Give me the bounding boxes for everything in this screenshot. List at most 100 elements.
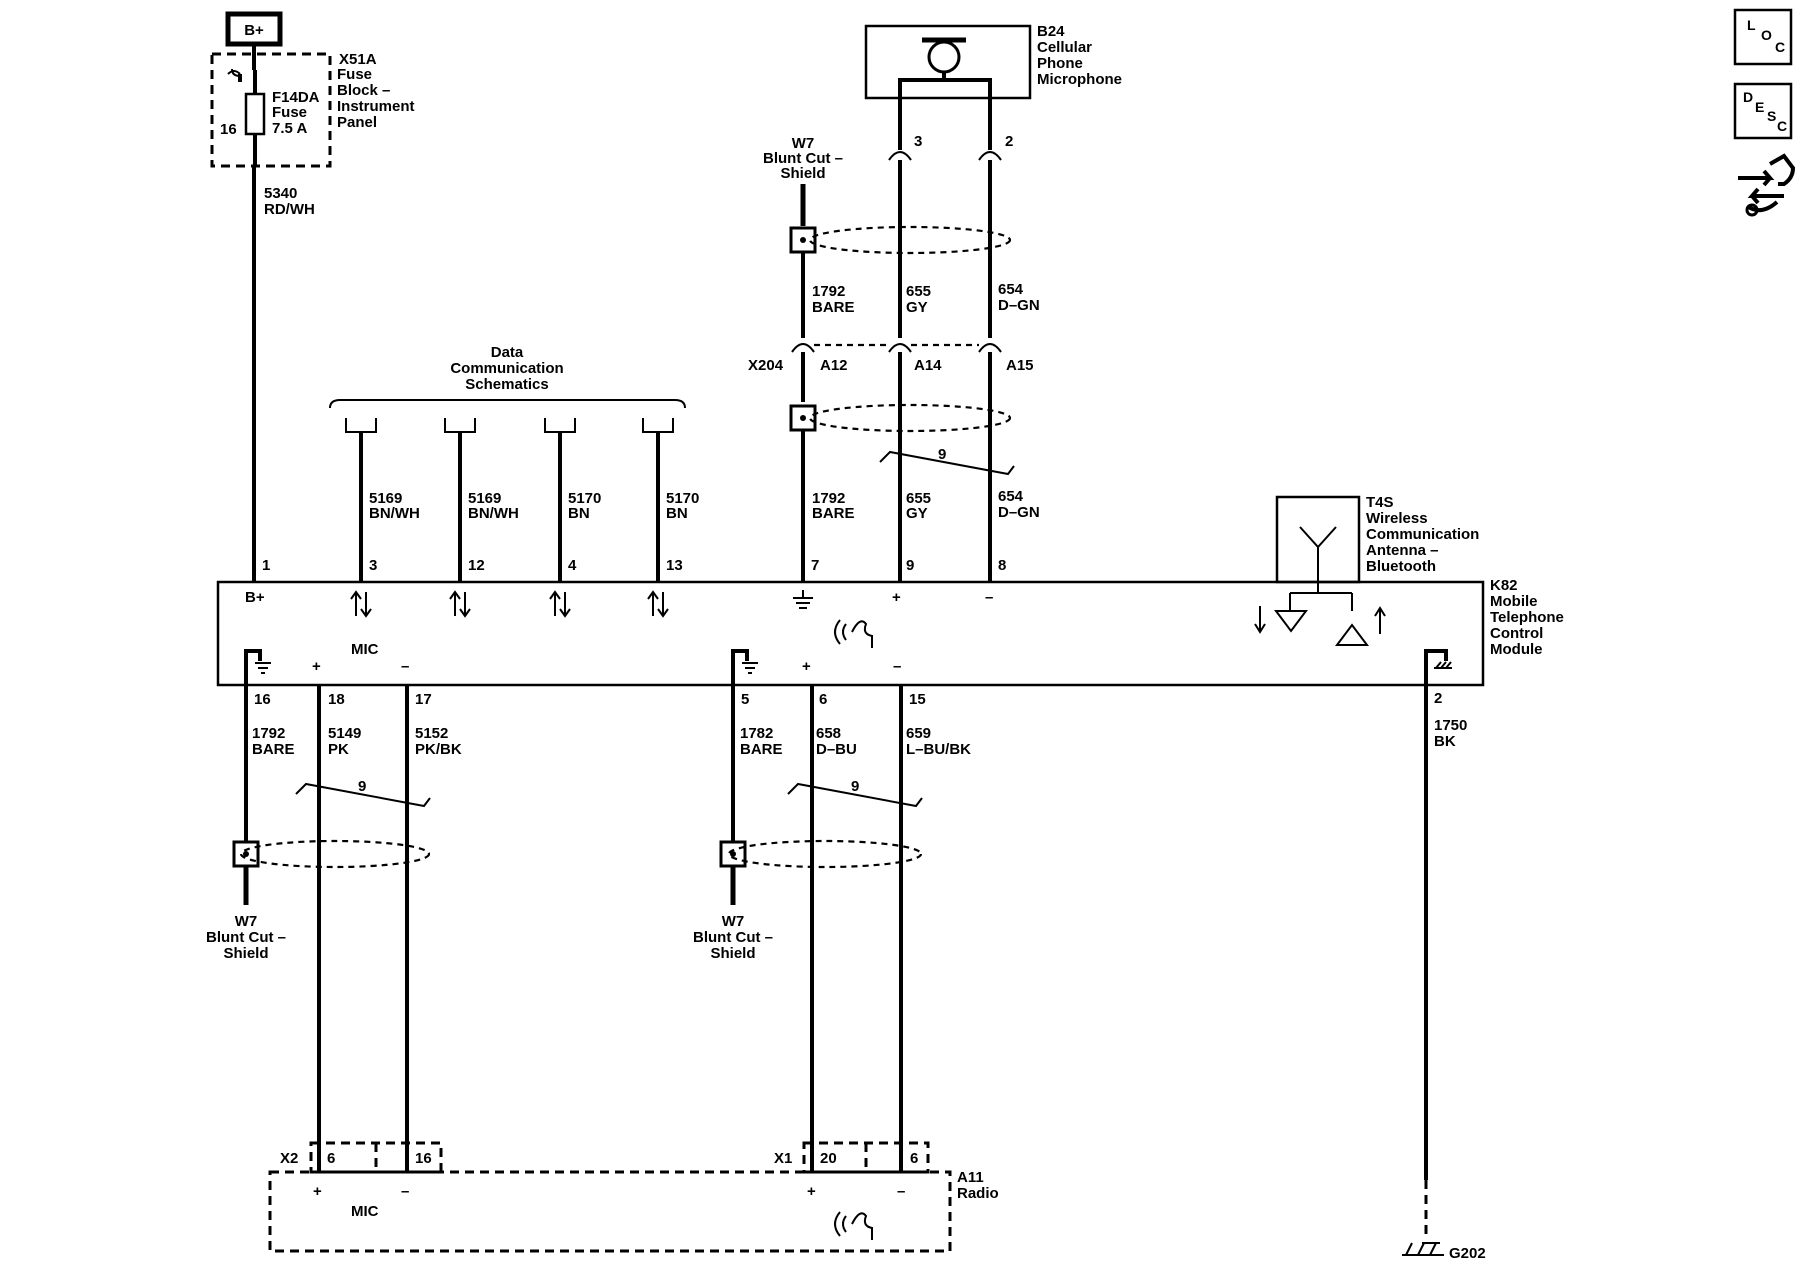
- shield-mid-name-2: Shield: [710, 945, 755, 962]
- radio-x2-pin-b: 16: [415, 1150, 432, 1167]
- mic-neg-upper-color: D–GN: [998, 297, 1040, 314]
- shield-top-upper-circuit: 1792: [812, 283, 845, 300]
- shield-top-name-1: Blunt Cut –: [763, 150, 843, 167]
- mic-neg-lower-circuit: 654: [998, 488, 1024, 505]
- power-source: B+: [225, 11, 283, 70]
- fuse-block: X51A Fuse Block – Instrument Panel F14DA…: [210, 51, 415, 168]
- microphone-pin-left: 3: [914, 133, 922, 150]
- radio-aud-pos-color: D–BU: [816, 741, 857, 758]
- data1-circuit: 5169: [369, 490, 402, 507]
- radio-aud-pos-circuit: 658: [816, 725, 841, 742]
- microphone-name-1: Cellular: [1037, 39, 1092, 56]
- radio-aud-neg-circuit: 659: [906, 725, 931, 742]
- microphone-name-3: Microphone: [1037, 71, 1122, 88]
- radio-mic-pos-circuit: 5149: [328, 725, 361, 742]
- power-label: B+: [244, 22, 264, 39]
- ground-color: BK: [1434, 733, 1456, 750]
- radio-mic-neg-pin: 17: [415, 691, 432, 708]
- microphone-name-2: Phone: [1037, 55, 1083, 72]
- data4-pin: 13: [666, 557, 683, 574]
- radio-speaker-icon: [834, 1211, 873, 1240]
- radio-x2-pin-a: 6: [327, 1150, 335, 1167]
- module-minus-top: –: [985, 589, 993, 606]
- data2-circuit: 5169: [468, 490, 501, 507]
- fuse-block-name-3: Instrument: [337, 98, 415, 115]
- fuse-name: Fuse: [272, 104, 307, 121]
- module-minus-left: –: [401, 658, 409, 675]
- bluetooth-antenna: T4S Wireless Communication Antenna – Blu…: [1275, 494, 1479, 593]
- radio-x1-pin-b: 6: [910, 1150, 918, 1167]
- inline-connector-x204: X204 A12 A14 A15: [748, 343, 1034, 374]
- shield-top-lower-color: BARE: [812, 505, 855, 522]
- radio-x1-ref: X1: [774, 1150, 792, 1167]
- radio-mic-pos-pin: 18: [328, 691, 345, 708]
- twist-mid-label: 9: [851, 778, 859, 795]
- desc-letter-1: D: [1743, 89, 1753, 105]
- fuse-pin: 16: [220, 121, 237, 138]
- antenna-name-1: Wireless: [1366, 510, 1428, 527]
- ground-wire: 2 1750 BK G202: [1402, 685, 1486, 1262]
- x204-pin-c: A15: [1006, 357, 1034, 374]
- loc-letter-2: O: [1761, 27, 1772, 43]
- module-plus-left: +: [312, 658, 321, 675]
- data-arrows-icon: [350, 590, 669, 618]
- mobile-telephone-control-module: K82 Mobile Telephone Control Module B+ M…: [216, 577, 1564, 687]
- transceiver-icon: [1254, 592, 1386, 646]
- module-name-3: Control: [1490, 625, 1543, 642]
- radio-module: X2 6 16 X1 20 6 A11 Radio + – + – MIC: [268, 1141, 999, 1253]
- ground-label: G202: [1449, 1245, 1486, 1262]
- radio-mic-neg-circuit: 5152: [415, 725, 448, 742]
- radio-mic-wires: 16 18 17 1792 BARE 5149 PK 5152 PK/BK 9 …: [206, 685, 462, 1172]
- data-comm-line-1: Data: [491, 344, 524, 361]
- radio-aud-neg-pin: 15: [909, 691, 926, 708]
- radio-aud-shield-color: BARE: [740, 741, 783, 758]
- shield-left-name-2: Shield: [223, 945, 268, 962]
- radio-mic-pos-color: PK: [328, 741, 349, 758]
- antenna-name-3: Antenna –: [1366, 542, 1439, 559]
- module-mic-label: MIC: [351, 641, 379, 658]
- wire-b-plus: 5340 RD/WH 1: [252, 166, 315, 582]
- module-name-2: Telephone: [1490, 609, 1564, 626]
- module-name-4: Module: [1490, 641, 1543, 658]
- data-comm-line-3: Schematics: [465, 376, 548, 393]
- module-ref: K82: [1490, 577, 1518, 594]
- ground-symbol-icon: [793, 590, 813, 609]
- shield-top-upper-color: BARE: [812, 299, 855, 316]
- desc-letter-3: S: [1767, 108, 1776, 124]
- x204-pin-b: A14: [914, 357, 942, 374]
- radio-mic-shield-circuit: 1792: [252, 725, 285, 742]
- description-icon[interactable]: D E S C: [1733, 82, 1793, 140]
- radio-aud-neg-color: L–BU/BK: [906, 741, 971, 758]
- cellular-phone-microphone: B24 Cellular Phone Microphone 3 2: [864, 23, 1122, 161]
- location-icon[interactable]: L O C: [1733, 8, 1793, 66]
- data-communication: Data Communication Schematics 5169 BN/WH…: [329, 344, 699, 582]
- x204-pin-a: A12: [820, 357, 848, 374]
- data4-color: BN: [666, 505, 688, 522]
- module-minus-mid: –: [893, 658, 901, 675]
- radio-x1-pin-a: 20: [820, 1150, 837, 1167]
- radio-mic-neg-color: PK/BK: [415, 741, 462, 758]
- mic-neg-lower-color: D–GN: [998, 504, 1040, 521]
- data4-circuit: 5170: [666, 490, 699, 507]
- wire-b-plus-pin: 1: [262, 557, 270, 574]
- radio-mic-label: MIC: [351, 1203, 379, 1220]
- data2-color: BN/WH: [468, 505, 519, 522]
- radio-mic-shield-pin: 16: [254, 691, 271, 708]
- service-tool-icon[interactable]: [1738, 153, 1796, 217]
- twist-left-label: 9: [358, 778, 366, 795]
- module-plus-mid: +: [802, 658, 811, 675]
- radio-mic-shield-color: BARE: [252, 741, 295, 758]
- module-name-1: Mobile: [1490, 593, 1538, 610]
- mic-neg-upper-circuit: 654: [998, 281, 1024, 298]
- shield-top-name-2: Shield: [780, 165, 825, 182]
- radio-x2-ref: X2: [280, 1150, 298, 1167]
- shield-mid-ref: W7: [722, 913, 745, 930]
- mic-neg-lower-pin: 8: [998, 557, 1006, 574]
- data-comm-line-2: Communication: [450, 360, 563, 377]
- shield-top-ref: W7: [792, 135, 815, 152]
- mic-pos-lower-circuit: 655: [906, 490, 931, 507]
- radio-aud-shield-pin: 5: [741, 691, 749, 708]
- x204-ref: X204: [748, 357, 784, 374]
- radio-minus-right: –: [897, 1183, 905, 1200]
